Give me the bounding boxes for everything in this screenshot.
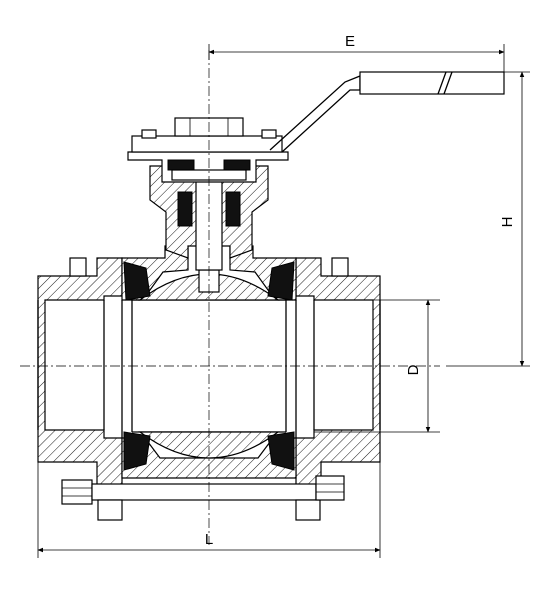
dimension-L: L xyxy=(37,462,381,558)
dimension-label-E: E xyxy=(345,33,355,50)
dimension-label-D: D xyxy=(405,364,422,375)
valve-body xyxy=(37,245,381,486)
handle xyxy=(269,71,505,153)
dimension-D: D xyxy=(314,299,440,433)
center-lines xyxy=(20,50,440,545)
dimension-label-H: H xyxy=(499,217,516,228)
seats xyxy=(123,261,295,471)
dimension-H: H xyxy=(446,71,530,367)
dimension-label-L: L xyxy=(205,531,213,548)
dimension-E: E xyxy=(208,33,505,72)
bolts xyxy=(61,257,349,521)
stem-assembly xyxy=(127,117,289,271)
